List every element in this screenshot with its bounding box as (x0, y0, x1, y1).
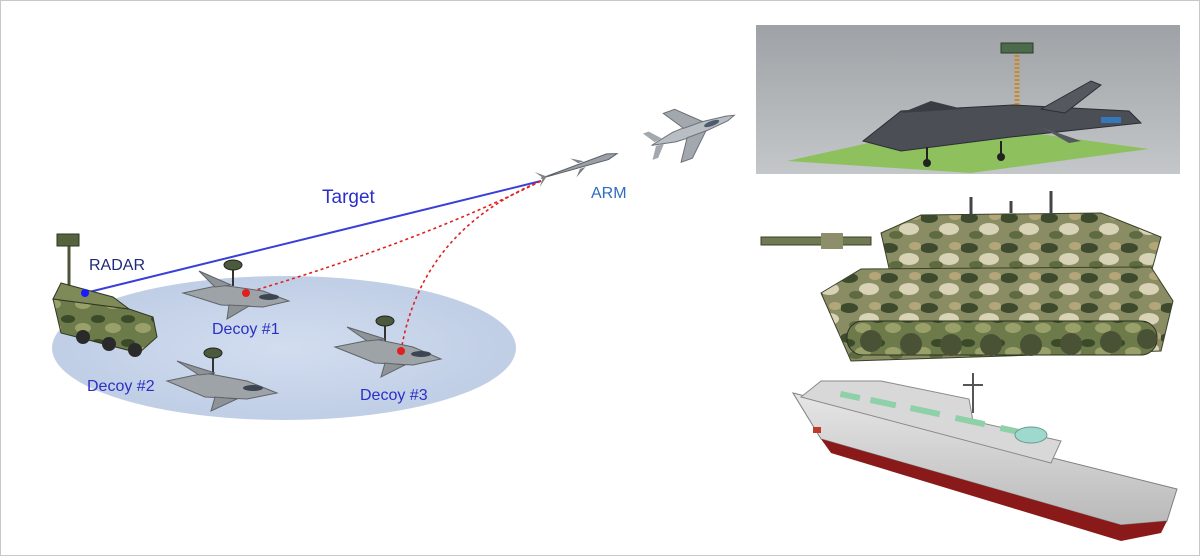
decoy3-label: Decoy #3 (360, 387, 428, 404)
decoy3-marker (397, 347, 405, 355)
fighter-jet-icon (642, 108, 736, 164)
tank-icon (760, 191, 1174, 362)
warship-icon (791, 373, 1178, 541)
target-label: Target (322, 187, 375, 208)
decoy1-marker (242, 289, 250, 297)
decoy1-label: Decoy #1 (212, 321, 280, 338)
decoy1-jet-icon (181, 259, 291, 320)
missile-icon (534, 153, 619, 188)
decoy1-signal-path (245, 180, 542, 294)
decoy3-jet-icon (333, 315, 443, 378)
target-path-line (84, 180, 542, 294)
radar-emitter-marker (81, 289, 89, 297)
decoy-deployment-zone (52, 276, 516, 420)
decoy2-label: Decoy #2 (87, 378, 155, 395)
arm-label: ARM (591, 185, 627, 202)
decoy-aircraft-render (756, 25, 1180, 174)
decoy3-signal-path (400, 180, 542, 352)
decoy2-jet-icon (165, 347, 279, 412)
radar-label: RADAR (89, 257, 146, 274)
radar-truck-icon (52, 233, 158, 357)
